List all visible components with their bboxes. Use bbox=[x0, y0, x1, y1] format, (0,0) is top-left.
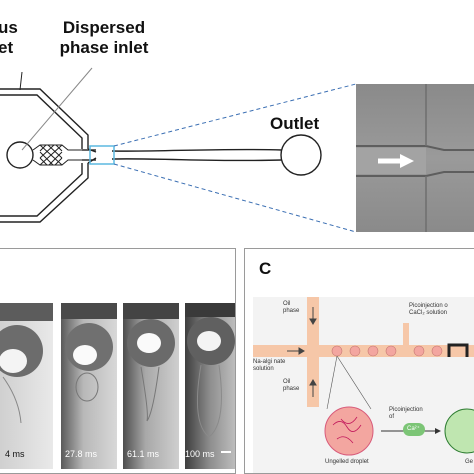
oil-phase-bottom-label: Oil phase bbox=[283, 379, 299, 393]
timelapse-strip: 4 ms 27.8 ms 61.1 ms bbox=[0, 303, 235, 469]
ca-ion-badge: Ca²⁺ bbox=[403, 423, 425, 436]
dispersed-inlet-port bbox=[6, 141, 34, 169]
scale-bar bbox=[221, 451, 231, 453]
timelapse-frame: 4 ms bbox=[0, 303, 53, 469]
oil-top-line2: phase bbox=[283, 308, 300, 314]
picoinjection-schematic: Oil phase Oil phase Na-algi nate solutio… bbox=[253, 297, 474, 473]
oil-phase-top-label: Oil phase bbox=[283, 301, 299, 315]
ungelled-droplet-zoom bbox=[324, 406, 374, 456]
oil-bottom-line1: Oil bbox=[283, 379, 291, 385]
frame-time-label: 61.1 ms bbox=[127, 449, 160, 459]
outlet-label: Outlet bbox=[270, 114, 320, 133]
ca-ion-label: Ca²⁺ bbox=[407, 426, 420, 432]
picoinjection-mid-label: Picoinjection of bbox=[389, 407, 423, 421]
flow-arrow-icon bbox=[378, 154, 414, 168]
dispersed-label-line2: phase inlet bbox=[59, 38, 149, 57]
oil-top-line1: Oil bbox=[283, 301, 291, 307]
panel-b: 4 ms 27.8 ms 61.1 ms bbox=[0, 248, 236, 474]
timelapse-frame: 61.1 ms bbox=[123, 303, 179, 469]
continuous-phase-inlet-label: us et bbox=[0, 18, 28, 58]
timelapse-frame: 100 ms bbox=[185, 303, 235, 469]
frame-time-label: 27.8 ms bbox=[65, 449, 98, 459]
chip-schematic bbox=[0, 67, 357, 233]
pico-mid-line2: of bbox=[389, 414, 395, 420]
frame-time-label: 100 ms bbox=[185, 449, 215, 459]
junction-micrograph bbox=[356, 84, 474, 232]
gelled-droplet-label: Ge bbox=[465, 459, 474, 465]
na-alginate-line1: Na-algi nate bbox=[253, 359, 286, 365]
timelapse-frame: 27.8 ms bbox=[61, 303, 117, 469]
pico-top-line1: Picoinjection o bbox=[409, 303, 448, 309]
na-alginate-line2: solution bbox=[253, 366, 274, 372]
pico-mid-line1: Picoinjection bbox=[389, 407, 423, 413]
panel-a: us et Dispersed phase inlet Outlet bbox=[0, 18, 474, 233]
junction-highlight-box bbox=[89, 145, 115, 165]
panel-c: C bbox=[244, 248, 474, 474]
dispersed-label-line1: Dispersed bbox=[62, 18, 146, 37]
pico-top-line2: CaCl₂ solution bbox=[409, 310, 448, 316]
outlet-channel bbox=[111, 148, 283, 162]
droplet-train bbox=[331, 345, 443, 357]
continuous-label-line2: et bbox=[0, 38, 14, 57]
junction-channels bbox=[82, 148, 97, 164]
filter-array bbox=[32, 144, 82, 166]
flow-arrows bbox=[287, 307, 317, 397]
dispersed-phase-inlet-label: Dispersed phase inlet bbox=[44, 18, 164, 58]
picoinjection-top-label: Picoinjection o CaCl₂ solution bbox=[409, 303, 448, 317]
outlet-port bbox=[280, 134, 322, 176]
oil-bottom-line2: phase bbox=[283, 386, 300, 392]
na-alginate-label: Na-algi nate solution bbox=[253, 359, 285, 373]
frame-time-label: 4 ms bbox=[5, 449, 25, 459]
zoom-line-bottom bbox=[113, 163, 357, 233]
zoom-line-top bbox=[113, 83, 357, 147]
gelled-droplet-zoom bbox=[444, 408, 474, 454]
ungelled-droplet-label: Ungelled droplet bbox=[325, 459, 369, 465]
continuous-label-line1: us bbox=[0, 18, 18, 37]
continuous-pointer-line bbox=[19, 71, 23, 91]
panel-c-letter: C bbox=[259, 259, 272, 278]
dispersed-pointer-line bbox=[21, 67, 93, 151]
